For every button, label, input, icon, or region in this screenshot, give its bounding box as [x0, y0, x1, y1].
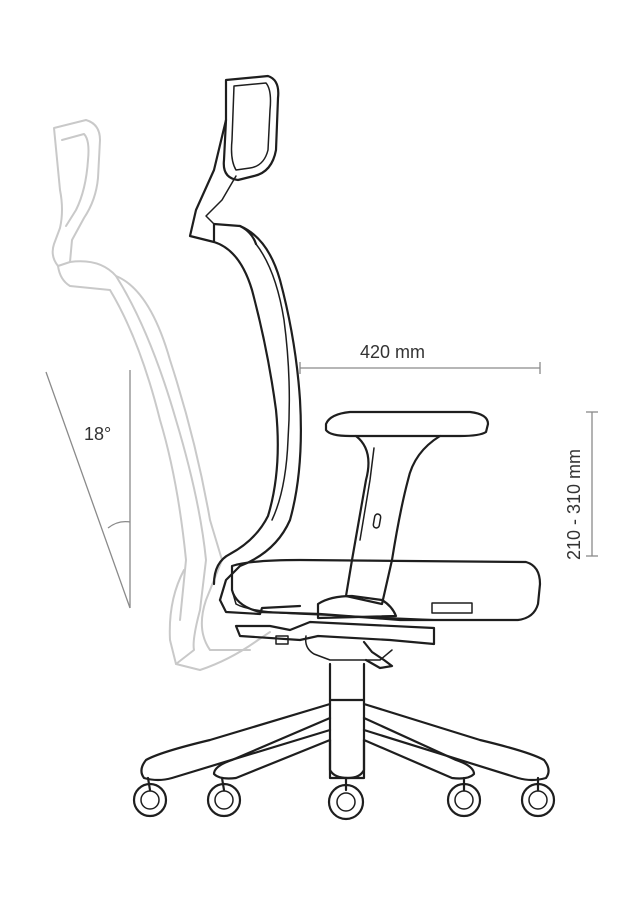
seat-adjust-slot: [431, 602, 473, 614]
caster-2: [206, 776, 242, 818]
backrest-inner: [212, 240, 279, 586]
reclined-headrest: [51, 119, 101, 267]
base-front-leg: [328, 738, 366, 780]
seat-shell: [231, 589, 519, 621]
seat-depth-label: 420 mm: [360, 342, 425, 362]
star-base: [140, 702, 550, 782]
reclined-chair-outline: [51, 119, 271, 671]
reclined-seat-link: [175, 631, 271, 671]
chair-outline: [188, 74, 302, 616]
backrest-mesh-edge: [255, 243, 291, 521]
armrest-base: [316, 594, 398, 620]
armrest-pad: [324, 410, 490, 438]
armrest-height-dimension: 210 - 310 mm: [564, 411, 598, 560]
recline-angle-label: 18°: [84, 424, 111, 444]
base-left-leg: [140, 702, 332, 782]
reclined-backrest: [69, 260, 207, 665]
back-seat-bracket: [218, 598, 302, 616]
gas-lift: [328, 662, 366, 780]
reclined-headrest-inner: [61, 133, 90, 227]
tension-knob: [275, 635, 289, 645]
height-lever: [362, 640, 394, 670]
recline-angle-arc: [107, 520, 131, 529]
casters: [132, 776, 556, 821]
base-left-inner-leg: [212, 716, 332, 780]
caster-5: [520, 776, 556, 818]
recline-angle-indicator: 18°: [45, 370, 131, 609]
cylinder-column: [328, 698, 366, 780]
armrest: [316, 410, 490, 620]
caster-3: [327, 776, 365, 821]
cylinder-cover: [328, 662, 366, 702]
tilt-mechanism: [234, 620, 436, 670]
caster-4: [446, 776, 482, 818]
headrest-neck: [188, 118, 258, 246]
mechanism-body: [304, 635, 393, 661]
base-right-leg: [362, 702, 550, 782]
seat-depth-dimension: 420 mm: [299, 342, 541, 374]
headrest-neck-inner: [205, 175, 237, 225]
mechanism-plate: [234, 620, 436, 646]
armrest-height-label: 210 - 310 mm: [564, 449, 584, 560]
armrest-post: [344, 434, 442, 606]
caster-1: [132, 776, 168, 818]
base-right-inner-leg: [362, 716, 476, 780]
headrest: [222, 74, 280, 182]
headrest-pad: [230, 82, 272, 171]
reclined-backrest-inner: [57, 265, 187, 621]
armrest-button: [372, 513, 382, 529]
reclined-backrest-frame: [115, 275, 251, 651]
seat: [230, 558, 542, 622]
armrest-post-inner: [359, 447, 375, 541]
backrest-outer: [218, 224, 302, 602]
recline-angle-line: [45, 371, 131, 609]
